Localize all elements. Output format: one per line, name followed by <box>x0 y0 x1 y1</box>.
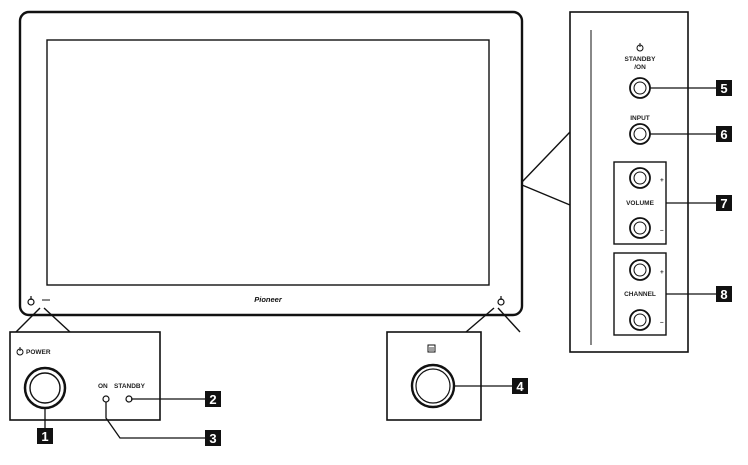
tv-screen <box>46 39 490 286</box>
callout-badge-8: 8 <box>716 286 732 302</box>
svg-text:2: 2 <box>209 392 216 407</box>
standby-label: STANDBY <box>114 383 146 390</box>
volume-minus-label: – <box>660 227 664 234</box>
standby-on-label-1: STANDBY <box>625 56 657 63</box>
callout-badge-4: 4 <box>512 378 528 394</box>
svg-text:3: 3 <box>209 431 216 446</box>
svg-text:5: 5 <box>720 81 727 96</box>
standby-on-label-2: /ON <box>634 64 646 71</box>
svg-text:1: 1 <box>41 429 48 444</box>
callout-badge-2: 2 <box>205 391 221 407</box>
volume-up-button[interactable] <box>629 167 651 189</box>
callout-badge-5: 5 <box>716 80 732 96</box>
svg-text:4: 4 <box>516 379 524 394</box>
channel-down-button[interactable] <box>629 309 651 331</box>
callout-badge-7: 7 <box>716 195 732 211</box>
zoom-lines <box>15 131 571 333</box>
bezel-power-icon <box>27 296 35 306</box>
volume-plus-label: + <box>660 177 664 184</box>
channel-up-button[interactable] <box>629 259 651 281</box>
remote-sensor-button[interactable] <box>410 363 456 409</box>
power-button[interactable] <box>23 366 67 410</box>
power-label: POWER <box>26 349 51 356</box>
standby-on-icon <box>636 43 644 52</box>
svg-text:7: 7 <box>720 196 727 211</box>
channel-label: CHANNEL <box>624 291 656 298</box>
channel-minus-label: – <box>660 319 664 326</box>
svg-text:6: 6 <box>720 127 727 142</box>
on-label: ON <box>98 383 108 390</box>
svg-text:8: 8 <box>720 287 727 302</box>
volume-label: VOLUME <box>626 200 654 207</box>
standby-on-button[interactable] <box>629 77 651 99</box>
callout-badge-6: 6 <box>716 126 732 142</box>
input-button[interactable] <box>629 123 651 145</box>
bezel-standby-icon <box>497 296 505 306</box>
input-label: INPUT <box>630 115 650 122</box>
on-indicator <box>102 395 110 403</box>
callout-badge-1: 1 <box>37 428 53 444</box>
channel-plus-label: + <box>660 269 664 276</box>
sensor-icon <box>427 344 436 353</box>
brand-logo: Pioneer <box>254 295 283 304</box>
callout-leaders <box>44 87 716 439</box>
volume-down-button[interactable] <box>629 217 651 239</box>
power-label-icon <box>16 347 24 356</box>
callout-badge-3: 3 <box>205 430 221 446</box>
